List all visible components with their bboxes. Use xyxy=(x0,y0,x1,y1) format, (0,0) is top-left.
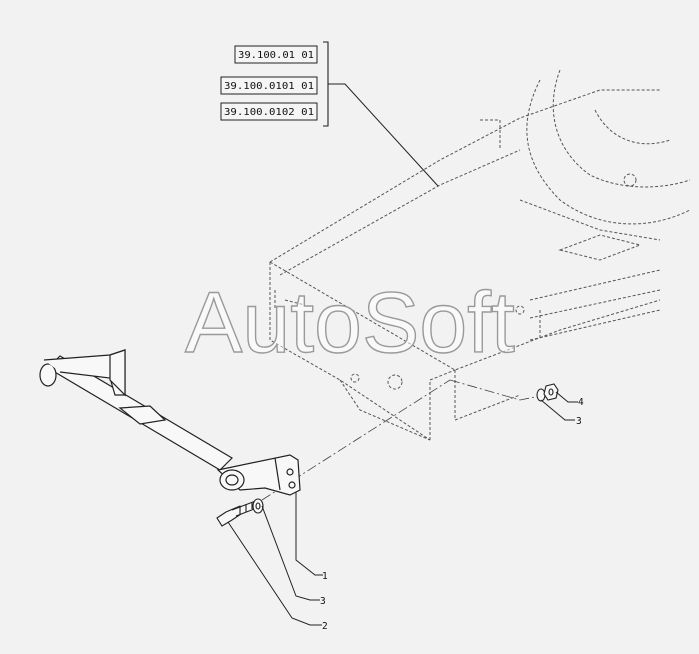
nut-washer-part xyxy=(536,383,559,402)
reference-code-3: 39.100.0102 01 xyxy=(224,107,314,118)
callout-number-4: 4 xyxy=(578,397,584,408)
callout-number-3-left: 3 xyxy=(320,596,326,607)
callout-leaders xyxy=(227,391,578,626)
washer-part xyxy=(252,498,264,514)
reference-code-2: 39.100.0101 01 xyxy=(224,81,314,92)
callout-number-2: 2 xyxy=(322,621,328,632)
reference-code-1: 39.100.01 01 xyxy=(238,50,314,61)
reference-bracket xyxy=(323,41,329,127)
assembly-centerline xyxy=(261,379,541,501)
reference-leader xyxy=(328,83,439,187)
reference-box-3 xyxy=(220,102,318,121)
chassis-frame-outline xyxy=(269,69,691,441)
reference-labels: 39.100.01 01 39.100.0101 01 39.100.0102 … xyxy=(220,41,439,187)
callout-number-1: 1 xyxy=(322,571,328,582)
reference-box-1 xyxy=(234,45,318,64)
callout-number-3-right: 3 xyxy=(576,416,582,427)
reference-box-2 xyxy=(220,76,318,95)
watermark-text: AutoSoft xyxy=(185,275,515,371)
callout-numbers: 1 3 2 4 3 xyxy=(320,397,584,632)
bracket-rod-assembly xyxy=(39,349,301,496)
